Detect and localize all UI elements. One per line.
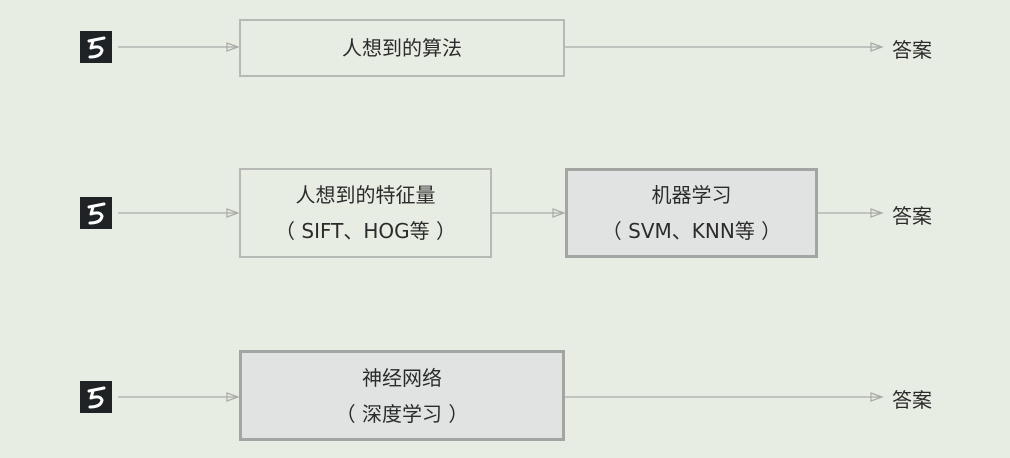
row-3-box-1-line-2: （ 深度学习 ） bbox=[335, 401, 469, 426]
row-2-box-2-line-2: （ SVM、KNN等 ） bbox=[601, 219, 782, 243]
arrow-2-2 bbox=[492, 208, 566, 218]
row-2-box-1-line-1: 人想到的特征量 bbox=[295, 183, 436, 207]
row-3-box-1: 神经网络 （ 深度学习 ） bbox=[239, 350, 565, 441]
row-2-box-1-line-2: （ SIFT、HOG等 ） bbox=[275, 219, 456, 243]
handwritten-digit-5-icon bbox=[80, 197, 112, 229]
arrow-2-output bbox=[818, 208, 884, 218]
row-1-box-1-line-1: 人想到的算法 bbox=[342, 36, 462, 60]
row-1-answer-label: 答案 bbox=[892, 38, 932, 62]
handwritten-digit-5-icon bbox=[80, 31, 112, 63]
row-1-box-1: 人想到的算法 bbox=[239, 19, 565, 77]
row-2-answer-label: 答案 bbox=[892, 204, 932, 228]
row-2-box-1: 人想到的特征量 （ SIFT、HOG等 ） bbox=[239, 168, 492, 258]
arrow-3-output bbox=[565, 392, 884, 402]
handwritten-digit-5-icon bbox=[80, 381, 112, 413]
row-2-box-2-line-1: 机器学习 bbox=[651, 183, 732, 207]
row-2-box-2: 机器学习 （ SVM、KNN等 ） bbox=[565, 168, 818, 258]
arrow-1-output bbox=[565, 42, 884, 52]
arrow-3-1 bbox=[118, 392, 240, 402]
arrow-1-1 bbox=[118, 42, 240, 52]
row-3-box-1-line-1: 神经网络 bbox=[362, 365, 442, 390]
row-3-answer-label: 答案 bbox=[892, 388, 932, 412]
arrow-2-1 bbox=[118, 208, 240, 218]
